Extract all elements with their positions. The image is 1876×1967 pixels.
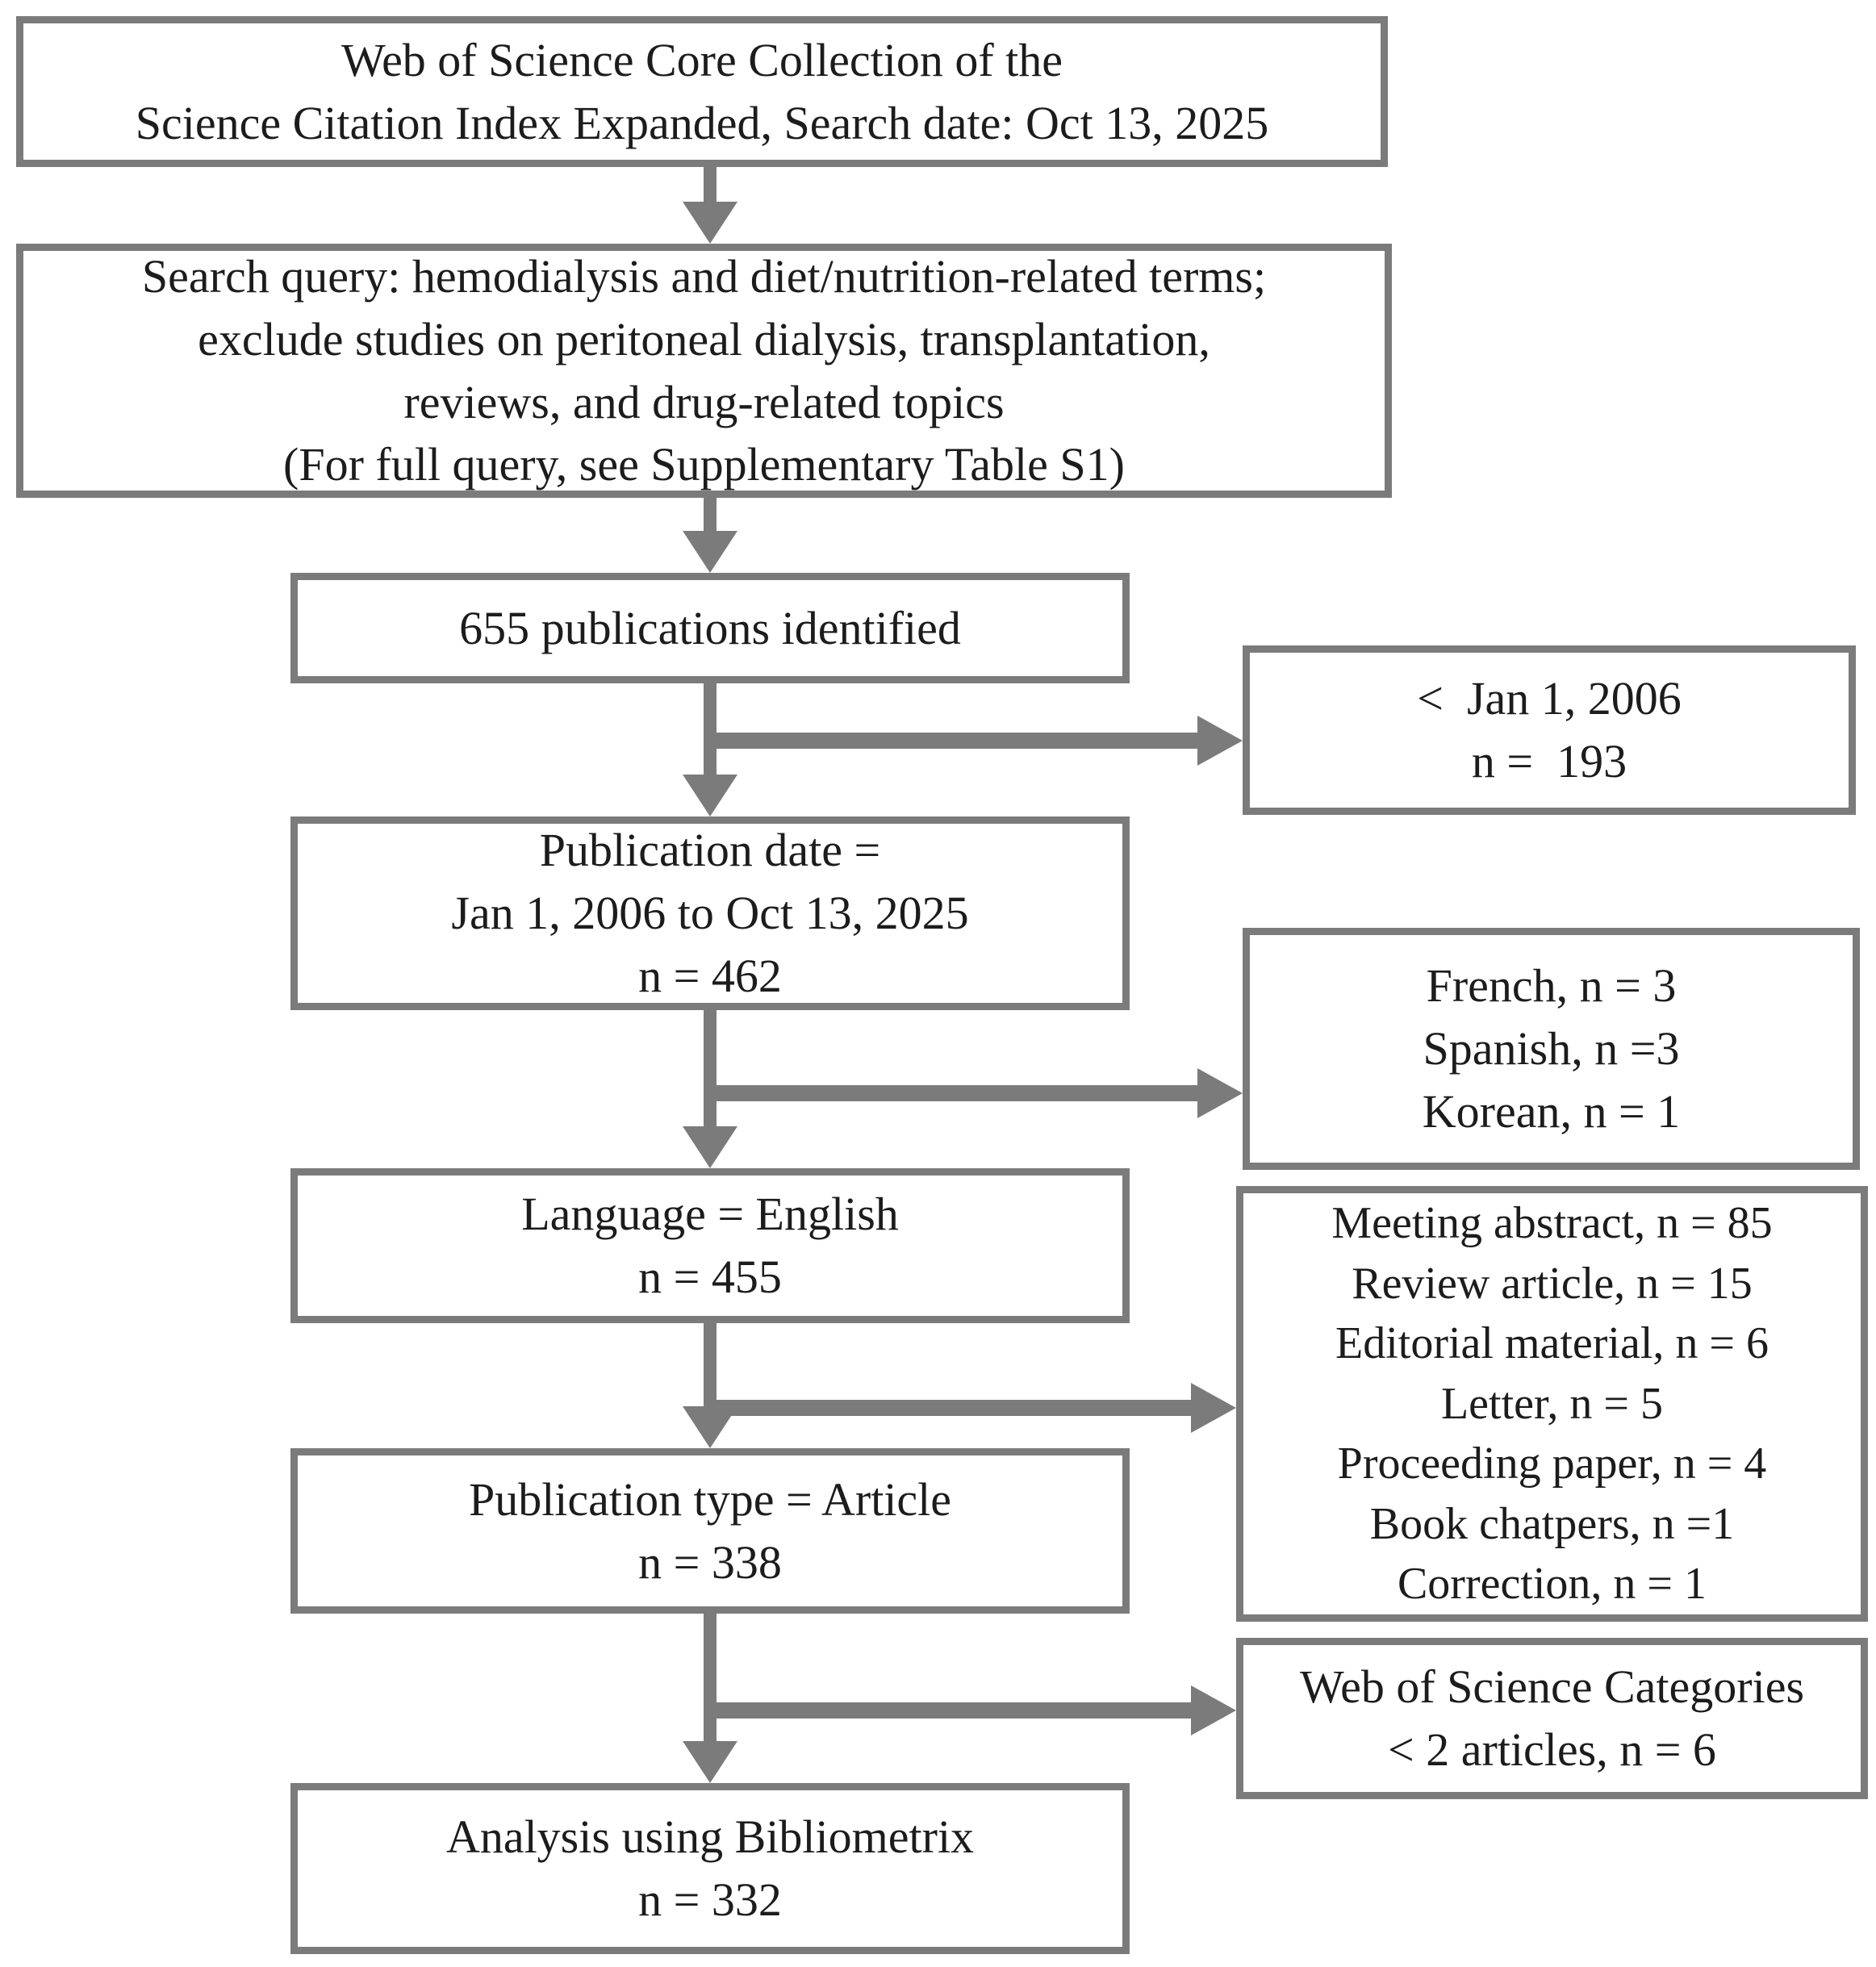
flow-box-analysis-text: Analysis using Bibliometrix n = 332 xyxy=(445,1810,975,1926)
flow-box-language: Language = English n = 455 xyxy=(290,1168,1130,1323)
excluded-box-before-2006: < Jan 1, 2006 n = 193 xyxy=(1243,645,1856,815)
flow-box-source: Web of Science Core Collection of the Sc… xyxy=(16,16,1388,167)
arrow-query-to-identified-shaft xyxy=(704,498,717,532)
branch-arrow-non-english-shaft xyxy=(704,1085,1199,1101)
flow-box-publication-date: Publication date = Jan 1, 2006 to Oct 13… xyxy=(290,816,1130,1010)
excluded-box-wos-categories: Web of Science Categories < 2 articles, … xyxy=(1236,1638,1868,1799)
flow-box-publication-type: Publication type = Article n = 338 xyxy=(290,1448,1130,1614)
arrow-type-to-analysis-shaft xyxy=(704,1614,717,1743)
arrow-query-to-identified-head-icon xyxy=(683,531,737,573)
flow-box-search-query-text: Search query: hemodialysis and diet/nutr… xyxy=(141,250,1267,491)
excluded-box-non-english: French, n = 3 Spanish, n =3 Korean, n = … xyxy=(1243,928,1860,1170)
excluded-box-wos-categories-text: Web of Science Categories < 2 articles, … xyxy=(1299,1660,1805,1776)
arrow-identified-to-date-head-icon xyxy=(683,775,737,816)
arrow-date-to-language-head-icon xyxy=(683,1126,737,1168)
flow-box-language-text: Language = English n = 455 xyxy=(521,1188,899,1303)
arrow-identified-to-date-shaft xyxy=(704,683,717,776)
arrow-source-to-query-head-icon xyxy=(683,202,737,244)
arrow-type-to-analysis-head-icon xyxy=(683,1741,737,1783)
flow-box-analysis: Analysis using Bibliometrix n = 332 xyxy=(290,1783,1130,1954)
flow-box-publication-type-text: Publication type = Article n = 338 xyxy=(468,1472,952,1589)
branch-arrow-non-article-shaft xyxy=(704,1400,1193,1416)
excluded-box-non-english-text: French, n = 3 Spanish, n =3 Korean, n = … xyxy=(1422,959,1681,1138)
flow-box-source-text: Web of Science Core Collection of the Sc… xyxy=(135,33,1269,149)
branch-arrow-non-english-head-icon xyxy=(1197,1068,1243,1118)
excluded-box-non-article: Meeting abstract, n = 85 Review article,… xyxy=(1236,1186,1868,1622)
branch-arrow-before-2006-head-icon xyxy=(1197,716,1243,766)
branch-arrow-wos-categories-shaft xyxy=(704,1702,1193,1719)
flow-box-search-query: Search query: hemodialysis and diet/nutr… xyxy=(16,244,1392,498)
arrow-date-to-language-shaft xyxy=(704,1010,717,1128)
arrow-language-to-type-shaft xyxy=(704,1323,717,1408)
excluded-box-before-2006-text: < Jan 1, 2006 n = 193 xyxy=(1417,672,1682,787)
branch-arrow-non-article-head-icon xyxy=(1191,1383,1236,1433)
flow-box-publications-identified-text: 655 publications identified xyxy=(459,601,961,654)
branch-arrow-before-2006-shaft xyxy=(704,733,1199,749)
arrow-source-to-query-shaft xyxy=(704,167,717,204)
branch-arrow-wos-categories-head-icon xyxy=(1191,1685,1236,1735)
flow-box-publications-identified: 655 publications identified xyxy=(290,573,1130,683)
excluded-box-non-article-text: Meeting abstract, n = 85 Review article,… xyxy=(1331,1198,1773,1610)
flow-box-publication-date-text: Publication date = Jan 1, 2006 to Oct 13… xyxy=(451,824,969,1002)
